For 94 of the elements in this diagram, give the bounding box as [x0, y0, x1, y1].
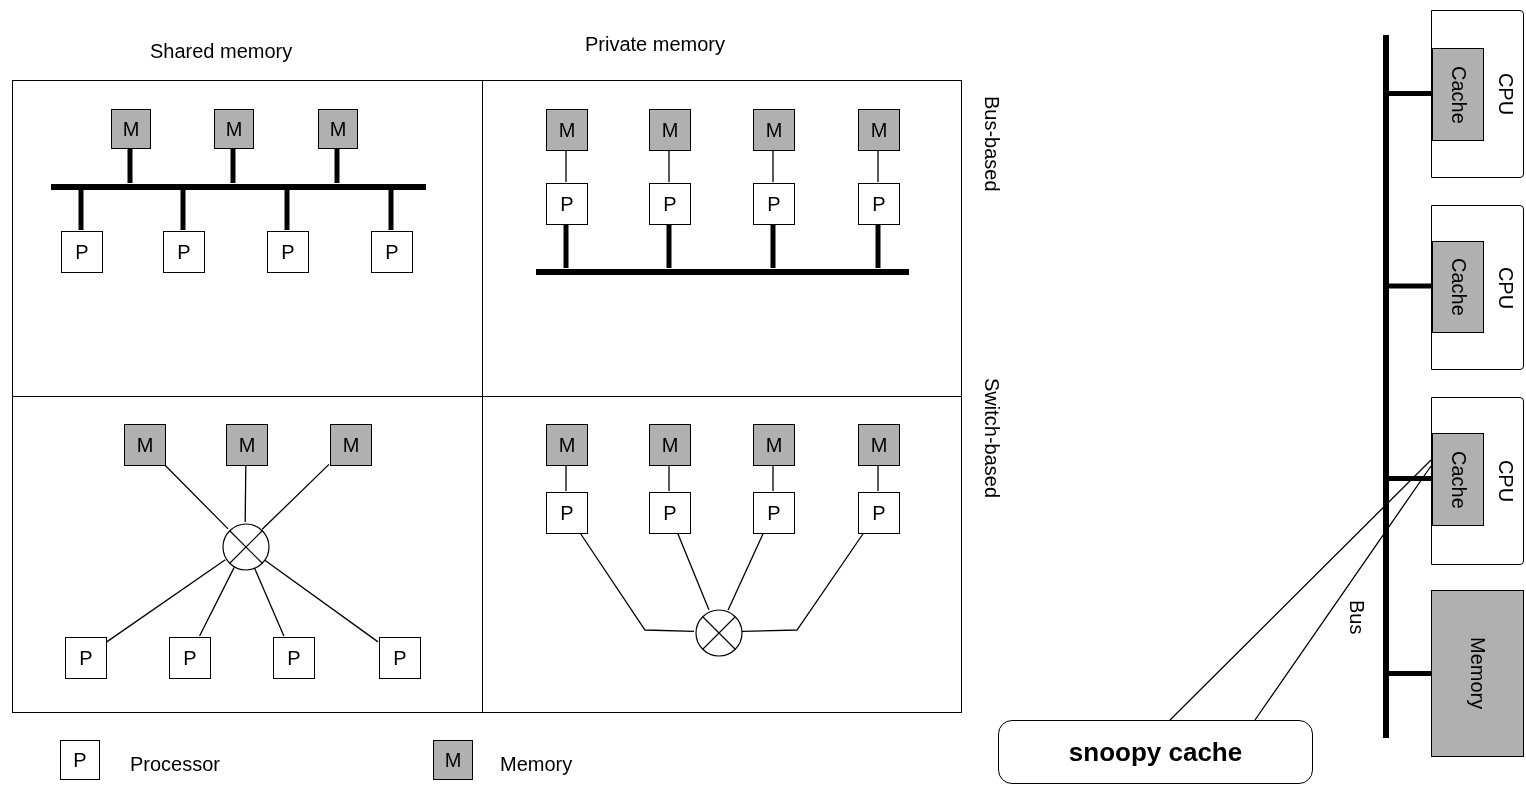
processor-box: P [379, 637, 421, 679]
processor-box: P [858, 492, 900, 534]
memory-box: M [546, 424, 588, 466]
processor-box: P [546, 183, 588, 225]
bus-link-line [388, 189, 394, 230]
memory-box: Memory [1431, 590, 1524, 757]
connector-line [198, 566, 235, 637]
bus-link-line [127, 148, 133, 183]
processor-box: P [753, 492, 795, 534]
bus-link-line [1389, 671, 1431, 676]
memory-box: M [124, 424, 166, 466]
memory-box: M [649, 109, 691, 151]
bus-link-line [666, 224, 672, 268]
bus-link-line [180, 189, 186, 230]
connector-line [565, 464, 567, 492]
bus-link-line [284, 189, 290, 230]
memory-box: M [546, 109, 588, 151]
memory-box: M [753, 109, 795, 151]
memory-box: M [111, 109, 151, 149]
panel [482, 396, 962, 713]
switch-symbol [222, 523, 270, 571]
processor-box: P [267, 231, 309, 273]
callout-pointer [1169, 459, 1432, 721]
row-heading: Bus-based [980, 96, 1003, 192]
processor-box: P [61, 231, 103, 273]
row-heading: Switch-based [980, 378, 1003, 499]
memory-box: M [753, 424, 795, 466]
bus-link-line [334, 148, 340, 183]
processor-box: P [649, 492, 691, 534]
legend-sample-box: M [433, 740, 473, 780]
connector-line [727, 532, 765, 611]
connector-line [668, 464, 670, 492]
processor-box: P [65, 637, 107, 679]
bus-link-line [875, 224, 881, 268]
cpu-label: CPU [1494, 459, 1517, 503]
bus-bar [536, 269, 909, 275]
panel [482, 80, 962, 397]
bus-link-line [230, 148, 236, 183]
cpu-label: CPU [1494, 72, 1517, 116]
bus-bar [1383, 35, 1389, 738]
processor-box: P [546, 492, 588, 534]
connector-line [244, 464, 247, 523]
processor-box: P [273, 637, 315, 679]
bus-link-line [770, 224, 776, 268]
connector-line [261, 463, 330, 530]
bus-link-line [1389, 91, 1431, 96]
bus-bar [51, 184, 426, 190]
connector-line [164, 464, 229, 530]
processor-box: P [169, 637, 211, 679]
connector-line [877, 464, 879, 492]
bus-link-line [563, 224, 569, 268]
connector-line [565, 149, 567, 183]
bus-link-line [1389, 283, 1431, 289]
connector-line [676, 532, 710, 611]
memory-box: M [858, 109, 900, 151]
memory-box: M [858, 424, 900, 466]
cache-box: Cache [1432, 241, 1484, 333]
callout-bubble: snoopy cache [998, 720, 1313, 784]
box-caption: Memory [500, 753, 573, 776]
connector-line [772, 464, 774, 492]
connector-line [105, 559, 226, 644]
cpu-box [1431, 10, 1524, 178]
memory-box: M [318, 109, 358, 149]
connector-line [668, 149, 670, 183]
connector-line [741, 532, 865, 633]
panel [12, 396, 483, 713]
connector-line [579, 532, 695, 632]
processor-box: P [163, 231, 205, 273]
panel [12, 80, 483, 397]
column-heading: Private memory [585, 33, 726, 56]
bus-link-line [78, 189, 84, 230]
cache-box: Cache [1432, 433, 1484, 526]
memory-box: M [226, 424, 268, 466]
processor-box: P [753, 183, 795, 225]
bus-label: Bus [1345, 600, 1368, 635]
cache-box: Cache [1432, 48, 1484, 141]
memory-box: M [214, 109, 254, 149]
switch-symbol [695, 609, 743, 657]
connector-line [877, 149, 879, 183]
cpu-box [1431, 205, 1524, 370]
connector-line [253, 567, 285, 637]
cpu-box [1431, 397, 1524, 565]
memory-box: M [649, 424, 691, 466]
connector-line [772, 149, 774, 183]
cpu-label: CPU [1494, 266, 1517, 309]
processor-box: P [858, 183, 900, 225]
bus-link-line [1389, 476, 1431, 481]
connector-line [263, 559, 379, 643]
memory-box: M [330, 424, 372, 466]
processor-box: P [649, 183, 691, 225]
processor-box: P [371, 231, 413, 273]
legend-sample-box: P [60, 740, 100, 780]
box-caption: Processor [130, 753, 221, 776]
column-heading: Shared memory [150, 40, 293, 63]
